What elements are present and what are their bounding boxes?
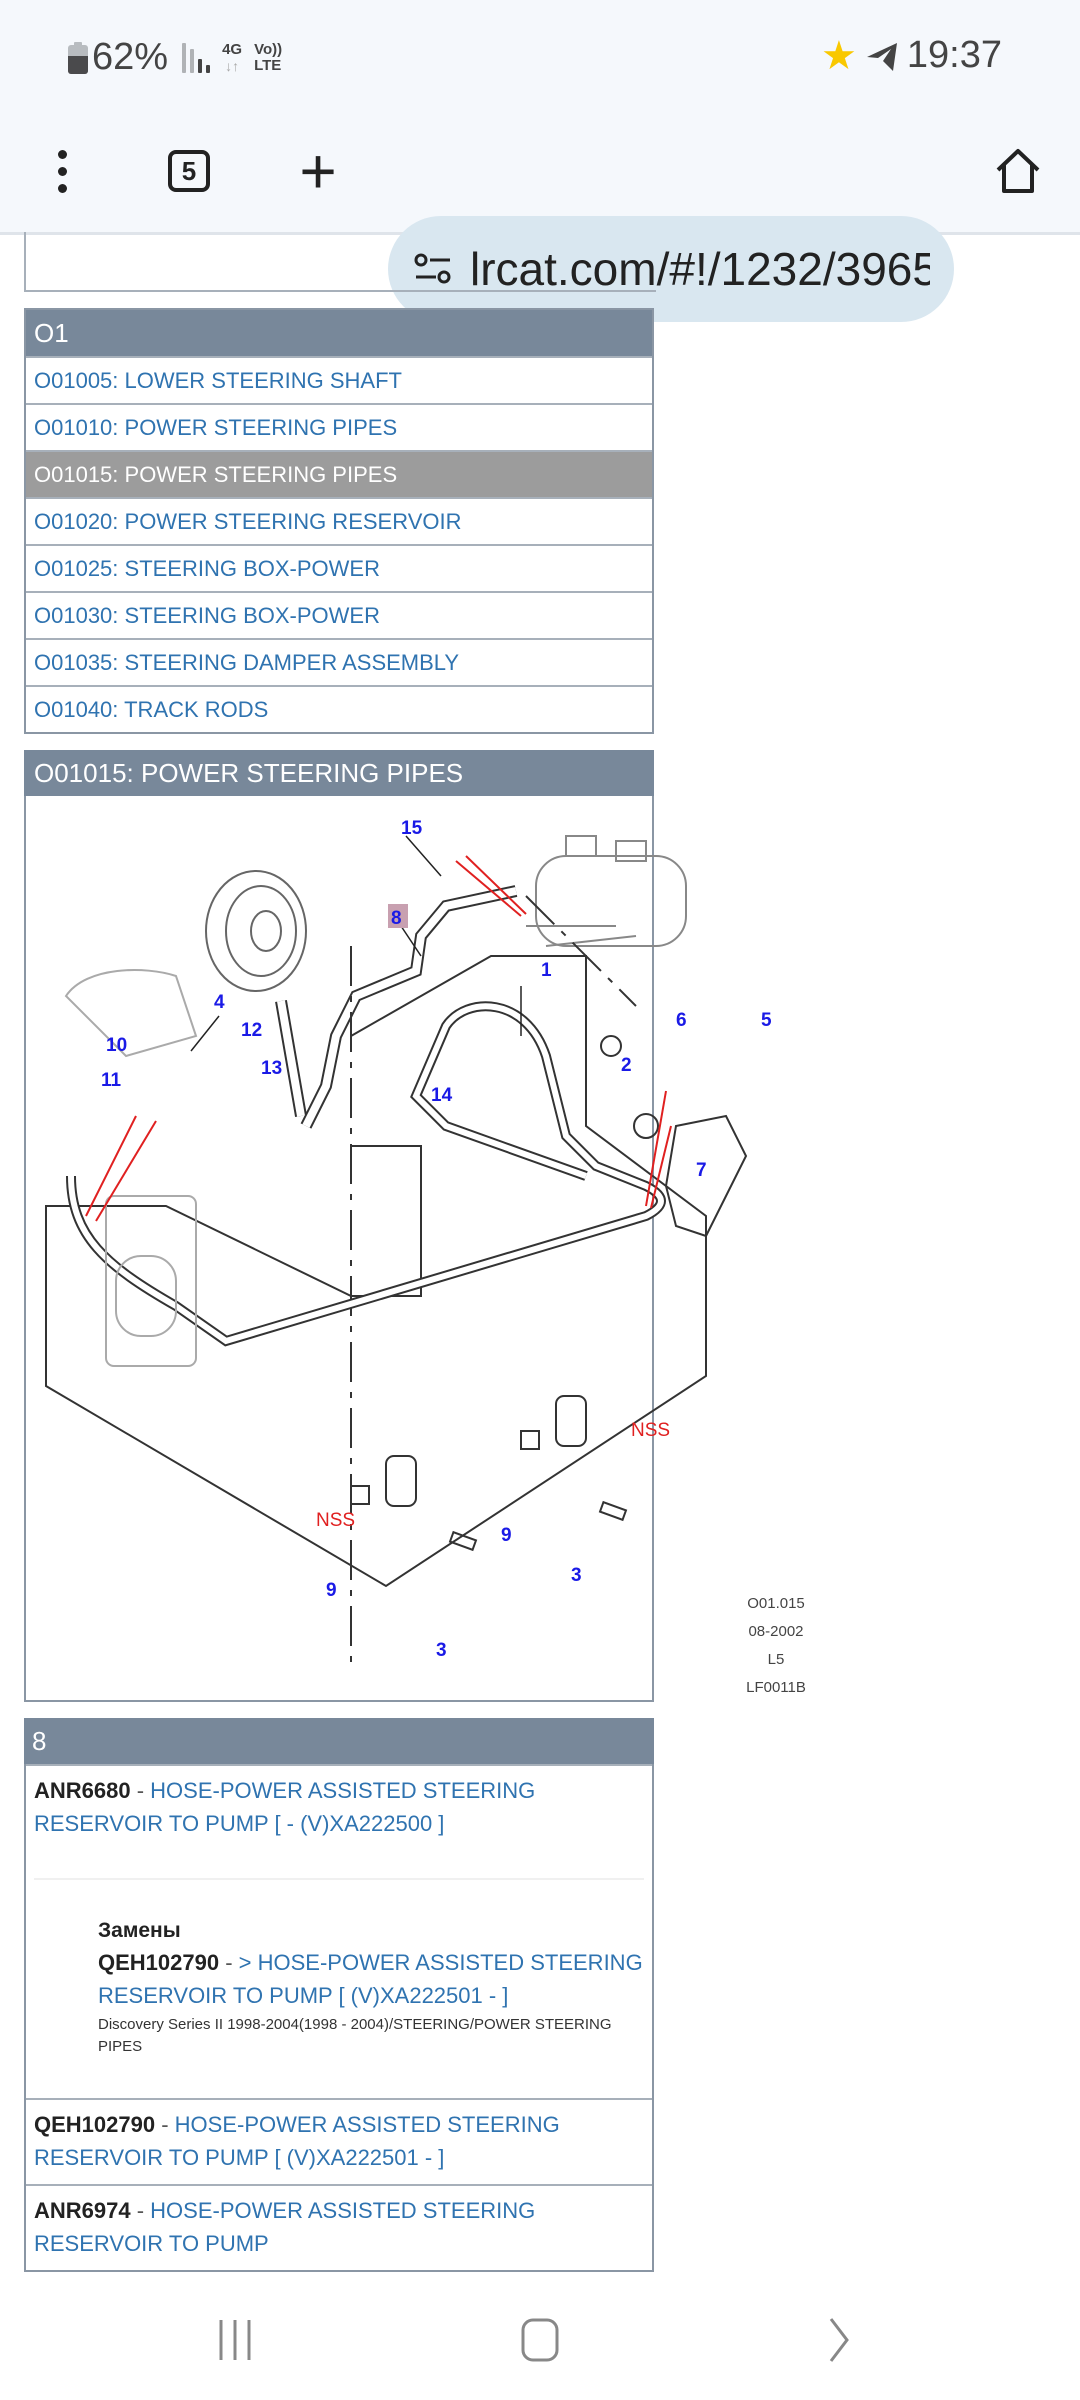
callout-13[interactable]: 13 xyxy=(261,1058,282,1079)
recent-apps-icon[interactable] xyxy=(205,2310,265,2370)
category-item[interactable]: O01010: POWER STEERING PIPES xyxy=(26,403,652,450)
signal-bar xyxy=(182,42,187,73)
part-separator: - xyxy=(155,2112,175,2137)
tabs-icon: 5 xyxy=(168,150,210,192)
battery-percent: 62% xyxy=(92,36,169,78)
android-nav-bar xyxy=(0,2280,1080,2400)
part-link[interactable]: HOSE-POWER ASSISTED STEERING RESERVOIR T… xyxy=(34,2112,560,2170)
callout-14[interactable]: 14 xyxy=(431,1085,453,1106)
reservoir-drawing xyxy=(526,835,687,947)
category-item[interactable]: O01035: STEERING DAMPER ASSEMBLY xyxy=(26,638,652,685)
part-link[interactable]: HOSE-POWER ASSISTED STEERING RESERVOIR T… xyxy=(34,1778,536,1836)
signal-icon xyxy=(182,42,211,73)
new-tab-plus-icon[interactable]: + xyxy=(299,135,337,207)
callout-2[interactable]: 2 xyxy=(621,1055,632,1076)
category-item[interactable]: O01025: STEERING BOX-POWER xyxy=(26,544,652,591)
nss-label-1: NSS xyxy=(316,1510,355,1531)
url-text[interactable]: lrcat.com/#!/1232/3965 xyxy=(470,243,930,295)
data-arrows-icon: ↓↑ xyxy=(225,57,240,74)
url-bar[interactable]: lrcat.com/#!/1232/3965 xyxy=(388,216,954,322)
part-separator: - xyxy=(219,1950,239,1975)
bracket-5-drawing xyxy=(664,1114,748,1238)
clamp-drawings xyxy=(350,1395,628,1552)
signal-bar xyxy=(206,64,211,73)
part-link[interactable]: HOSE-POWER ASSISTED STEERING RESERVOIR T… xyxy=(34,2198,536,2256)
substitute-part-number: QEH102790 xyxy=(98,1950,220,1975)
part-separator: - xyxy=(130,1778,151,1803)
signal-bar xyxy=(190,48,195,73)
home-button-icon[interactable] xyxy=(510,2310,570,2370)
part-number: ANR6680 xyxy=(34,1778,131,1803)
substitutions-title: Замены xyxy=(98,1919,181,1942)
back-icon[interactable] xyxy=(810,2310,870,2370)
network-type: 4G ↓↑ xyxy=(222,40,243,74)
callout-3[interactable]: 3 xyxy=(571,1565,582,1586)
substitute-catalog-path: Discovery Series II 1998-2004(1998 - 200… xyxy=(98,2016,612,2055)
callout-6[interactable]: 6 xyxy=(676,1010,687,1031)
category-item[interactable]: O01020: POWER STEERING RESERVOIR xyxy=(26,497,652,544)
part-number: QEH102790 xyxy=(34,2112,156,2137)
callout-5[interactable]: 5 xyxy=(761,1010,772,1031)
part-row[interactable]: QEH102790 - HOSE-POWER ASSISTED STEERING… xyxy=(26,2098,652,2184)
callout-12[interactable]: 12 xyxy=(241,1020,262,1041)
signal-bar xyxy=(198,58,203,73)
red-leader-lines xyxy=(85,855,672,1222)
category-item[interactable]: O01015: POWER STEERING PIPES xyxy=(26,450,652,497)
site-settings-icon[interactable] xyxy=(412,252,454,286)
clock: 19:37 xyxy=(906,34,1002,76)
star-notification-icon: ★ xyxy=(821,33,857,78)
part-separator: - xyxy=(130,2198,151,2223)
callout-1[interactable]: 1 xyxy=(541,960,552,981)
category-item[interactable]: O01005: LOWER STEERING SHAFT xyxy=(26,356,652,403)
callout-9[interactable]: 9 xyxy=(501,1525,512,1546)
status-bar: 62% 4G ↓↑ Vo)) LTE ★ 19:37 xyxy=(0,0,1080,110)
telegram-icon xyxy=(866,42,897,71)
volte-top: Vo)) xyxy=(254,40,283,58)
callout-11[interactable]: 11 xyxy=(101,1070,122,1091)
battery-icon xyxy=(68,41,88,74)
category-header: O1 xyxy=(26,310,652,356)
nss-label-2: NSS xyxy=(631,1420,670,1441)
callout-8[interactable]: 8 xyxy=(391,908,402,929)
diagram-code-line: O01.015 xyxy=(747,1595,805,1612)
category-item[interactable]: O01030: STEERING BOX-POWER xyxy=(26,591,652,638)
browser-toolbar: 5 + lrcat.com/#!/1232/3965 xyxy=(0,110,1080,322)
callout-4[interactable]: 4 xyxy=(214,992,225,1013)
diagram-code-line: 08-2002 xyxy=(748,1623,804,1640)
menu-kebab-icon[interactable] xyxy=(42,110,82,232)
substitute-part-link[interactable]: > HOSE-POWER ASSISTED STEERING RESERVOIR… xyxy=(98,1950,643,2008)
selected-callout-highlight xyxy=(388,904,408,928)
category-item[interactable]: O01040: TRACK RODS xyxy=(26,685,652,732)
parts-list: 8 ANR6680 - HOSE-POWER ASSISTED STEERING… xyxy=(24,1718,654,2272)
engine-block-drawing xyxy=(64,969,198,1367)
volte-bottom: LTE xyxy=(254,56,282,74)
part-number: ANR6974 xyxy=(34,2198,131,2223)
home-icon[interactable] xyxy=(988,110,1048,232)
parts-header: 8 xyxy=(24,1718,654,1764)
volte-indicator: Vo)) LTE xyxy=(254,40,283,74)
diagram-code-line: LF0011B xyxy=(746,1679,806,1696)
diagram-panel: O01015: POWER STEERING PIPES xyxy=(24,750,806,1702)
callout-7[interactable]: 7 xyxy=(696,1160,707,1181)
part-row[interactable]: ANR6680 - HOSE-POWER ASSISTED STEERING R… xyxy=(26,1764,652,1878)
callout-15[interactable]: 15 xyxy=(401,818,423,839)
substitutions-block: Замены QEH102790 - > HOSE-POWER ASSISTED… xyxy=(34,1878,644,2098)
part-row[interactable]: ANR6974 - HOSE-POWER ASSISTED STEERING R… xyxy=(26,2184,652,2270)
diagram-title: O01015: POWER STEERING PIPES xyxy=(24,750,654,796)
previous-section-box xyxy=(24,232,656,292)
callout-3[interactable]: 3 xyxy=(436,1640,447,1661)
diagram-code-line: L5 xyxy=(767,1651,785,1668)
pump-pulley-drawing xyxy=(205,870,307,992)
callout-10[interactable]: 10 xyxy=(106,1035,127,1056)
callout-9[interactable]: 9 xyxy=(326,1580,337,1601)
network-label: 4G xyxy=(222,40,243,58)
tabs-button[interactable]: 5 xyxy=(160,110,218,232)
